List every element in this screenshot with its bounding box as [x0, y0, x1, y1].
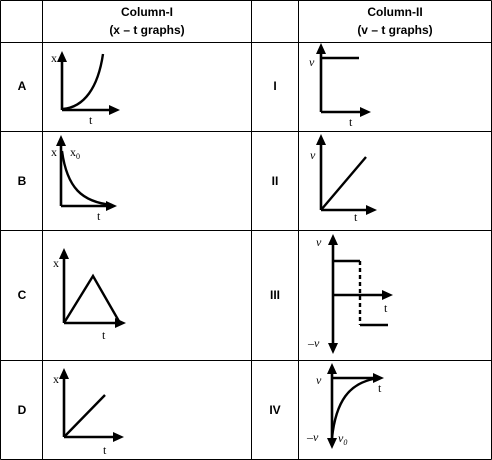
graph-d-curve: [63, 394, 106, 438]
graph-a-y-arrow: [57, 51, 67, 62]
graph-iii-y-arrow-up: [328, 234, 338, 245]
graph-d-y-arrow: [59, 368, 69, 379]
graph-iv-y-arrow-down: [327, 438, 337, 449]
graph-ii-y-arrow: [316, 134, 326, 145]
graph-a-x-arrow: [109, 105, 120, 115]
row-c-label: C: [18, 288, 27, 302]
row-iv-label: IV: [269, 403, 280, 417]
graph-a-x-label: t: [89, 113, 93, 127]
graph-iv-y-label: v: [316, 373, 322, 387]
graph-iii-y-arrow-down: [328, 343, 338, 354]
graph-c-curve: [62, 273, 122, 324]
graph-iv-x-label: t: [378, 381, 382, 395]
graph-ii-x-label: t: [354, 210, 358, 224]
row-iii-label: III: [270, 288, 280, 302]
row-d-label: D: [18, 403, 27, 417]
graph-ii-y-label: v: [310, 148, 316, 162]
graph-iv-curve: [330, 377, 374, 439]
graph-b-x0-label: x0: [70, 145, 80, 161]
graph-ii-v-t: v t: [310, 134, 377, 224]
graph-i-x-label: t: [349, 115, 353, 129]
column-1-subtitle: (x – t graphs): [109, 23, 184, 37]
graph-i-y-arrow: [316, 43, 326, 54]
graph-c-x-t: x t: [53, 248, 126, 342]
graph-i-v-t: v t: [309, 43, 371, 129]
graph-c-y-label: x: [53, 256, 59, 270]
table-header: Column-I (x – t graphs) Column-II (v – t…: [109, 5, 432, 37]
graph-a-y-label: x: [51, 51, 57, 65]
column-2-subtitle: (v – t graphs): [357, 23, 432, 37]
graph-i-x-arrow: [360, 107, 371, 117]
graph-d-x-label: t: [103, 443, 107, 457]
graph-d-y-label: x: [53, 372, 59, 386]
graph-c-x-label: t: [102, 328, 106, 342]
graph-iii-x-arrow: [382, 290, 393, 300]
column-2-title: Column-II: [367, 5, 422, 19]
row-ii-label: II: [272, 174, 279, 188]
column-1-title: Column-I: [121, 5, 173, 19]
graph-b-y-arrow: [56, 135, 66, 146]
graph-iii-x-label: t: [384, 301, 388, 315]
row-i-label: I: [273, 79, 276, 93]
graph-iv-neg-v-label: –v: [306, 430, 319, 444]
graph-a-x-t: x t: [51, 51, 120, 127]
row-b-label: B: [18, 174, 27, 188]
graph-iv-v-t: v t –v v0: [306, 363, 384, 449]
graph-d-x-arrow: [113, 432, 124, 442]
graph-iii-v-t: v –v t: [307, 234, 393, 354]
graph-a-curve: [62, 53, 105, 111]
graph-iv-x-arrow: [373, 373, 384, 383]
graph-b-x-label: t: [97, 209, 101, 223]
graph-i-y-label: v: [309, 55, 315, 69]
graph-c-y-arrow: [59, 248, 69, 259]
graph-b-x-t: x x0 t: [51, 135, 117, 223]
graph-ii-x-arrow: [366, 205, 377, 215]
graph-b-curve: [60, 150, 113, 207]
row-a-label: A: [18, 79, 27, 93]
graph-iii-y-label: v: [316, 235, 322, 249]
graph-iv-v0-label: v0: [338, 431, 347, 447]
graph-b-y-label: x: [51, 145, 57, 159]
graph-iv-y-arrow-up: [327, 363, 337, 374]
graph-iii-neg-v-label: –v: [307, 336, 320, 350]
row-labels: A B C D I II III IV: [18, 79, 281, 417]
graph-d-x-t: x t: [53, 368, 124, 457]
graph-ii-curve: [320, 156, 367, 211]
